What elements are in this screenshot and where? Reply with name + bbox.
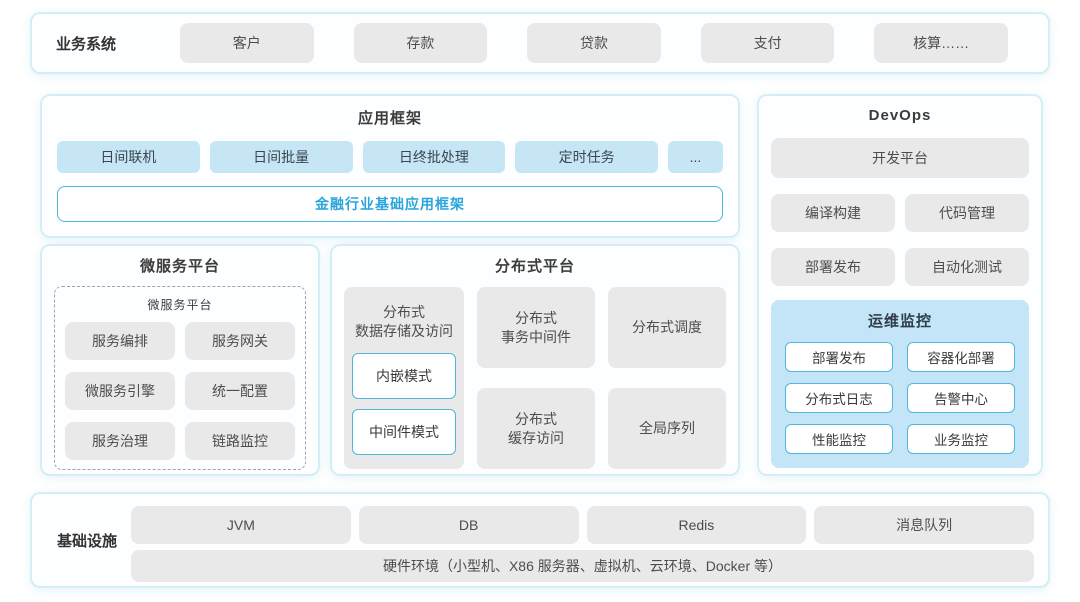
app-framework-chips: 日间联机 日间批量 日终批处理 定时任务 ... (57, 141, 723, 173)
distributed-grid: 分布式 数据存储及访问 内嵌模式 中间件模式 分布式 事务中间件 分布式调度 分… (344, 287, 726, 469)
chip-service-orchestration: 服务编排 (65, 322, 175, 360)
infrastructure-panel: 基础设施 JVM DB Redis 消息队列 硬件环境（小型机、X86 服务器、… (30, 492, 1050, 588)
finance-base-framework-banner: 金融行业基础应用框架 (57, 186, 723, 222)
ops-monitoring-title: 运维监控 (867, 313, 932, 330)
chip-embedded-mode: 内嵌模式 (352, 352, 456, 399)
chip-alert-center: 告警中心 (907, 383, 1015, 413)
business-system-payment: 支付 (700, 23, 835, 63)
chip-distributed-logging: 分布式日志 (785, 383, 893, 413)
distributed-storage-box: 分布式 数据存储及访问 内嵌模式 中间件模式 (344, 287, 464, 469)
chip-unified-config: 统一配置 (185, 372, 295, 410)
chip-jvm: JVM (131, 506, 351, 544)
business-system-deposit: 存款 (353, 23, 488, 63)
distributed-storage-label: 分布式 数据存储及访问 (355, 304, 453, 339)
microservices-inner-box: 微服务平台 服务编排 服务网关 微服务引擎 统一配置 服务治理 链路监控 (54, 286, 306, 470)
chip-eod-batch: 日终批处理 (362, 141, 506, 173)
chip-distributed-transaction: 分布式 事务中间件 (477, 287, 595, 368)
business-systems-list: 客户 存款 贷款 支付 核算…… (180, 23, 1008, 63)
chip-daytime-batch: 日间批量 (209, 141, 353, 173)
chip-more-ellipsis: ... (668, 141, 723, 173)
business-system-accounting: 核算…… (874, 23, 1008, 63)
chip-automated-testing: 自动化测试 (905, 248, 1029, 286)
microservices-inner-title: 微服务平台 (147, 298, 213, 312)
chip-redis: Redis (586, 506, 807, 544)
business-systems-label: 业务系统 (55, 35, 116, 53)
ops-monitoring-chips: 部署发布 容器化部署 分布式日志 告警中心 性能监控 业务监控 (785, 342, 1015, 454)
devops-panel: DevOps 开发平台 编译构建 代码管理 部署发布 自动化测试 运维监控 部署… (757, 94, 1043, 476)
business-system-customer: 客户 (180, 23, 314, 63)
business-systems-panel: 业务系统 客户 存款 贷款 支付 核算…… (30, 12, 1050, 74)
chip-service-gateway: 服务网关 (185, 322, 295, 360)
distributed-panel: 分布式平台 分布式 数据存储及访问 内嵌模式 中间件模式 分布式 事务中间件 分… (330, 244, 740, 476)
dev-platform-chip: 开发平台 (771, 138, 1029, 178)
distributed-title: 分布式平台 (494, 258, 575, 275)
app-framework-title: 应用框架 (357, 110, 422, 127)
microservices-title: 微服务平台 (139, 258, 220, 275)
chip-db: DB (358, 506, 579, 544)
chip-performance-monitoring: 性能监控 (785, 424, 893, 454)
chip-monitor-deploy: 部署发布 (785, 342, 893, 372)
chip-code-management: 代码管理 (905, 194, 1029, 232)
chip-scheduled-task: 定时任务 (515, 141, 658, 173)
devops-title: DevOps (868, 107, 932, 124)
chip-service-governance: 服务治理 (65, 422, 175, 460)
microservices-chips: 服务编排 服务网关 微服务引擎 统一配置 服务治理 链路监控 (65, 322, 295, 460)
devops-chips: 编译构建 代码管理 部署发布 自动化测试 (771, 194, 1029, 286)
ops-monitoring-panel: 运维监控 部署发布 容器化部署 分布式日志 告警中心 性能监控 业务监控 (771, 300, 1029, 468)
chip-message-queue: 消息队列 (814, 506, 1034, 544)
business-system-loan: 贷款 (527, 23, 661, 63)
chip-distributed-cache: 分布式 缓存访问 (477, 388, 595, 469)
chip-compile-build: 编译构建 (771, 194, 895, 232)
infrastructure-chips: JVM DB Redis 消息队列 (131, 506, 1034, 544)
chip-trace-monitoring: 链路监控 (185, 422, 295, 460)
chip-global-sequence: 全局序列 (608, 388, 726, 469)
chip-daytime-online: 日间联机 (57, 141, 200, 173)
chip-deploy-release: 部署发布 (771, 248, 895, 286)
chip-microservice-engine: 微服务引擎 (65, 372, 175, 410)
microservices-panel: 微服务平台 微服务平台 服务编排 服务网关 微服务引擎 统一配置 服务治理 链路… (40, 244, 320, 476)
chip-middleware-mode: 中间件模式 (352, 408, 456, 455)
app-framework-panel: 应用框架 日间联机 日间批量 日终批处理 定时任务 ... 金融行业基础应用框架 (40, 94, 740, 238)
chip-business-monitoring: 业务监控 (907, 424, 1015, 454)
chip-distributed-scheduling: 分布式调度 (608, 287, 726, 368)
chip-containerized-deploy: 容器化部署 (907, 342, 1015, 372)
hardware-environment-bar: 硬件环境（小型机、X86 服务器、虚拟机、云环境、Docker 等） (131, 550, 1034, 582)
infrastructure-label: 基础设施 (56, 532, 117, 550)
